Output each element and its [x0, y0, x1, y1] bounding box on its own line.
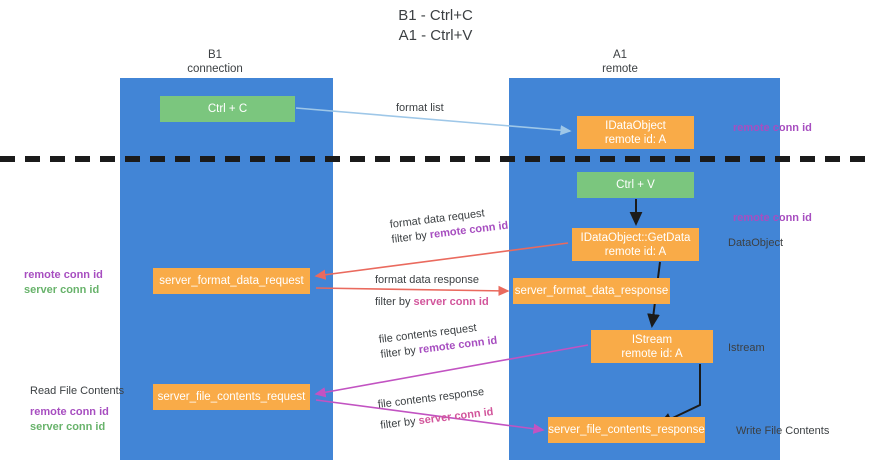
- node-istream[interactable]: IStream remote id: A: [591, 330, 713, 363]
- filter-key-server-conn-id: server conn id: [413, 296, 489, 308]
- annotation-write-file-contents: Write File Contents: [736, 425, 830, 437]
- filter-prefix: filter by: [390, 229, 431, 246]
- edge-label-format-list: format list: [396, 102, 444, 114]
- annotation-remote-conn-id-mid: remote conn id: [733, 212, 812, 224]
- edge-label-format-data-response: format data response filter by server co…: [375, 273, 489, 310]
- annotation-remote-conn-id-top: remote conn id: [733, 122, 812, 134]
- filter-prefix: filter by: [379, 415, 420, 432]
- annotation-dataobject: DataObject: [728, 237, 784, 249]
- edge-label-file-contents-response: file contents response filter by server …: [377, 384, 494, 434]
- edge-label-file-contents-request: file contents request filter by remote c…: [378, 319, 498, 363]
- edge-label-format-data-response-line1: format data response: [375, 274, 479, 286]
- annotation-left-conn-ids-format: remote conn id server conn id: [24, 268, 103, 298]
- node-server-file-contents-request[interactable]: server_file_contents_request: [153, 384, 310, 410]
- diagram-title: B1 - Ctrl+C A1 - Ctrl+V: [398, 7, 473, 44]
- edge-label-format-data-response-line2: filter by server conn id: [375, 295, 489, 310]
- lane-header-a1: A1 remote: [602, 49, 638, 75]
- annotation-server-conn-id: server conn id: [30, 421, 106, 433]
- filter-prefix: filter by: [375, 296, 414, 308]
- node-ctrl-v[interactable]: Ctrl + V: [577, 172, 694, 198]
- edge-label-format-data-request: format data request filter by remote con…: [389, 204, 509, 248]
- annotation-left-read-file-contents: Read File Contents remote conn id server…: [30, 384, 124, 435]
- filter-key-server-conn-id: server conn id: [417, 405, 495, 428]
- annotation-remote-conn-id: remote conn id: [30, 406, 109, 418]
- lane-header-b1: B1 connection: [187, 49, 243, 75]
- node-server-file-contents-response[interactable]: server_file_contents_response: [548, 417, 705, 443]
- filter-prefix: filter by: [379, 344, 420, 361]
- annotation-istream: Istream: [728, 342, 765, 354]
- node-idataobject[interactable]: IDataObject remote id: A: [577, 116, 694, 149]
- node-ctrl-c[interactable]: Ctrl + C: [160, 96, 295, 122]
- node-server-format-data-response[interactable]: server_format_data_response: [513, 278, 670, 304]
- node-idataobject-getdata[interactable]: IDataObject::GetData remote id: A: [572, 228, 699, 261]
- annotation-remote-conn-id: remote conn id: [24, 269, 103, 281]
- node-server-format-data-request[interactable]: server_format_data_request: [153, 268, 310, 294]
- annotation-read-file-contents: Read File Contents: [30, 385, 125, 397]
- annotation-server-conn-id: server conn id: [24, 284, 100, 296]
- section-divider: [0, 156, 871, 162]
